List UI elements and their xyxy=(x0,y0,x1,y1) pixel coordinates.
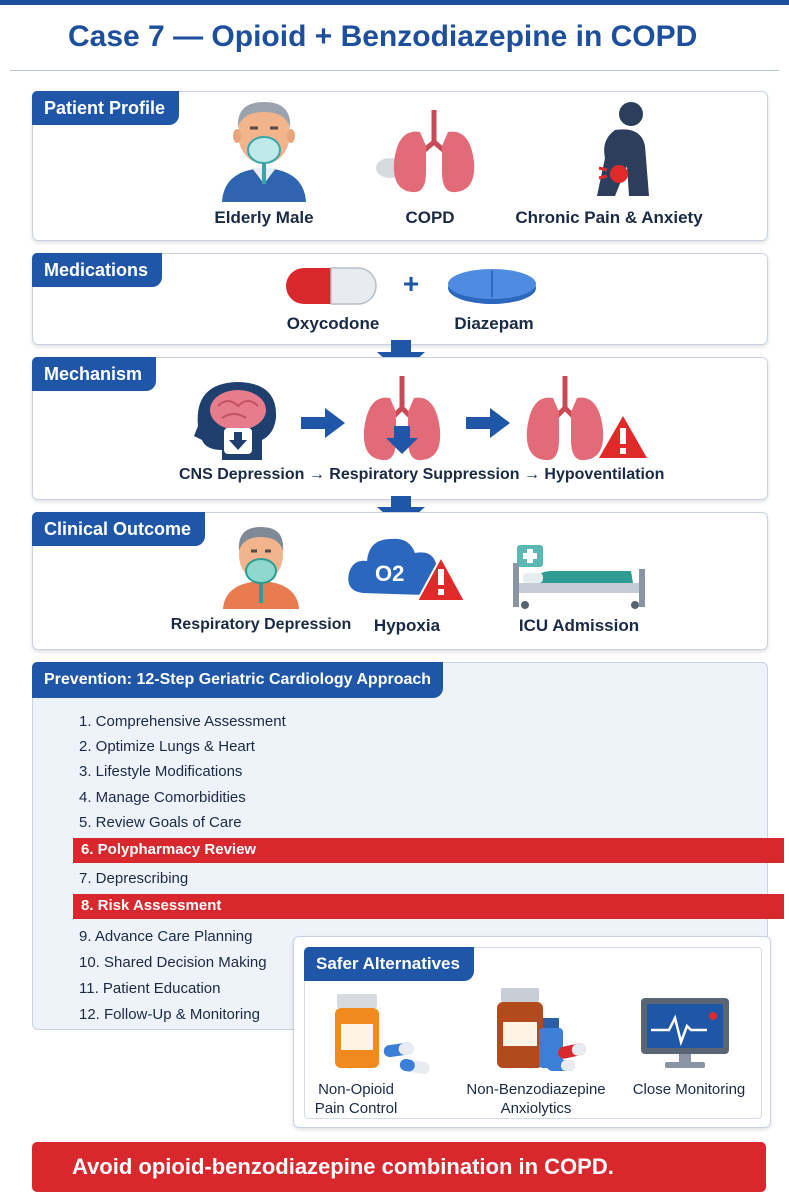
patient-profile-panel: Patient Profile Elderly Male COPD Chroni… xyxy=(32,91,768,241)
patient-item-label: Elderly Male xyxy=(214,208,314,227)
patient-item-label: Chronic Pain & Anxiety xyxy=(515,208,703,227)
step-item: 12. Follow-Up & Monitoring xyxy=(79,1006,260,1023)
top-accent-bar xyxy=(0,0,789,5)
highlighted-step: 6. Polypharmacy Review xyxy=(73,838,784,863)
lungs-icon xyxy=(363,376,441,461)
alternative-label: Non-Benzodiazepine xyxy=(466,1081,606,1098)
safer-alternatives-panel: Safer Alternatives Non- xyxy=(293,936,771,1128)
pill-bottle-icon xyxy=(335,994,430,1074)
capsule-icon xyxy=(286,267,377,305)
outcome-label: Respiratory Depression xyxy=(170,616,352,633)
brain-head-icon xyxy=(194,382,277,460)
plus-sign: + xyxy=(402,268,420,299)
medication-name: Diazepam xyxy=(454,314,534,333)
lungs-warning-icon xyxy=(526,376,647,461)
mechanism-chain-label: CNS Depression → Respiratory Suppression… xyxy=(179,466,665,483)
alternative-label: Anxiolytics xyxy=(500,1100,572,1117)
step-item: 6. Polypharmacy Review xyxy=(81,841,257,858)
mechanism-heading: Mechanism xyxy=(32,357,157,391)
alternative-label: Close Monitoring xyxy=(632,1081,746,1098)
safer-alternatives-heading: Safer Alternatives xyxy=(304,947,474,981)
right-arrow-icon xyxy=(466,408,510,438)
clinical-outcome-panel: Clinical Outcome Respiratory Depression … xyxy=(32,512,768,650)
footer-message: Avoid opioid-benzodiazepine combination … xyxy=(72,1154,614,1179)
step-item: 11. Patient Education xyxy=(79,980,221,997)
lungs-icon xyxy=(376,110,475,193)
step-item: 1. Comprehensive Assessment xyxy=(79,713,286,730)
step-item: 9. Advance Care Planning xyxy=(79,928,253,945)
outcome-label: ICU Admission xyxy=(518,616,640,635)
outcome-label: Hypoxia xyxy=(373,616,441,635)
safer-alternatives-inner: Safer Alternatives Non- xyxy=(304,947,762,1119)
heart-monitor-icon xyxy=(641,998,729,1068)
highlighted-step: 8. Risk Assessment xyxy=(73,894,784,919)
step-item: 7. Deprescribing xyxy=(79,870,189,887)
patient-profile-heading: Patient Profile xyxy=(32,91,180,125)
step-item: 10. Shared Decision Making xyxy=(79,954,267,971)
patient-item-label: COPD xyxy=(405,208,455,227)
back-pain-icon xyxy=(597,102,649,196)
step-item: 8. Risk Assessment xyxy=(81,897,222,914)
prevention-heading: Prevention: 12-Step Geriatric Cardiology… xyxy=(32,662,444,698)
medicine-bottles-icon xyxy=(497,988,586,1071)
hypoxia-cloud-icon: O2 xyxy=(348,538,467,602)
step-item: 2. Optimize Lungs & Heart xyxy=(79,738,255,755)
alternative-label: Non-Opioid xyxy=(318,1081,394,1098)
medications-heading: Medications xyxy=(32,253,163,287)
clinical-outcome-heading: Clinical Outcome xyxy=(32,512,206,546)
right-arrow-icon xyxy=(301,408,345,438)
tablet-icon xyxy=(448,269,536,304)
title-divider xyxy=(10,70,779,71)
medication-name: Oxycodone xyxy=(286,314,380,333)
elderly-man-icon xyxy=(222,102,306,202)
mechanism-panel: Mechanism CNS Depression → Respiratory S… xyxy=(32,357,768,500)
footer-banner: Avoid opioid-benzodiazepine combination … xyxy=(32,1142,766,1192)
step-item: 5. Review Goals of Care xyxy=(79,814,242,831)
medications-panel: Medications + Oxycodone Diazepam xyxy=(32,253,768,345)
step-item: 4. Manage Comorbidities xyxy=(79,789,246,806)
page-title: Case 7 — Opioid + Benzodiazepine in COPD xyxy=(68,20,698,53)
o2-label: O2 xyxy=(375,561,404,586)
step-item: 3. Lifestyle Modifications xyxy=(79,763,243,780)
hospital-bed-icon xyxy=(513,545,645,609)
alternative-label: Pain Control xyxy=(314,1100,398,1117)
patient-mask-icon xyxy=(223,527,299,609)
